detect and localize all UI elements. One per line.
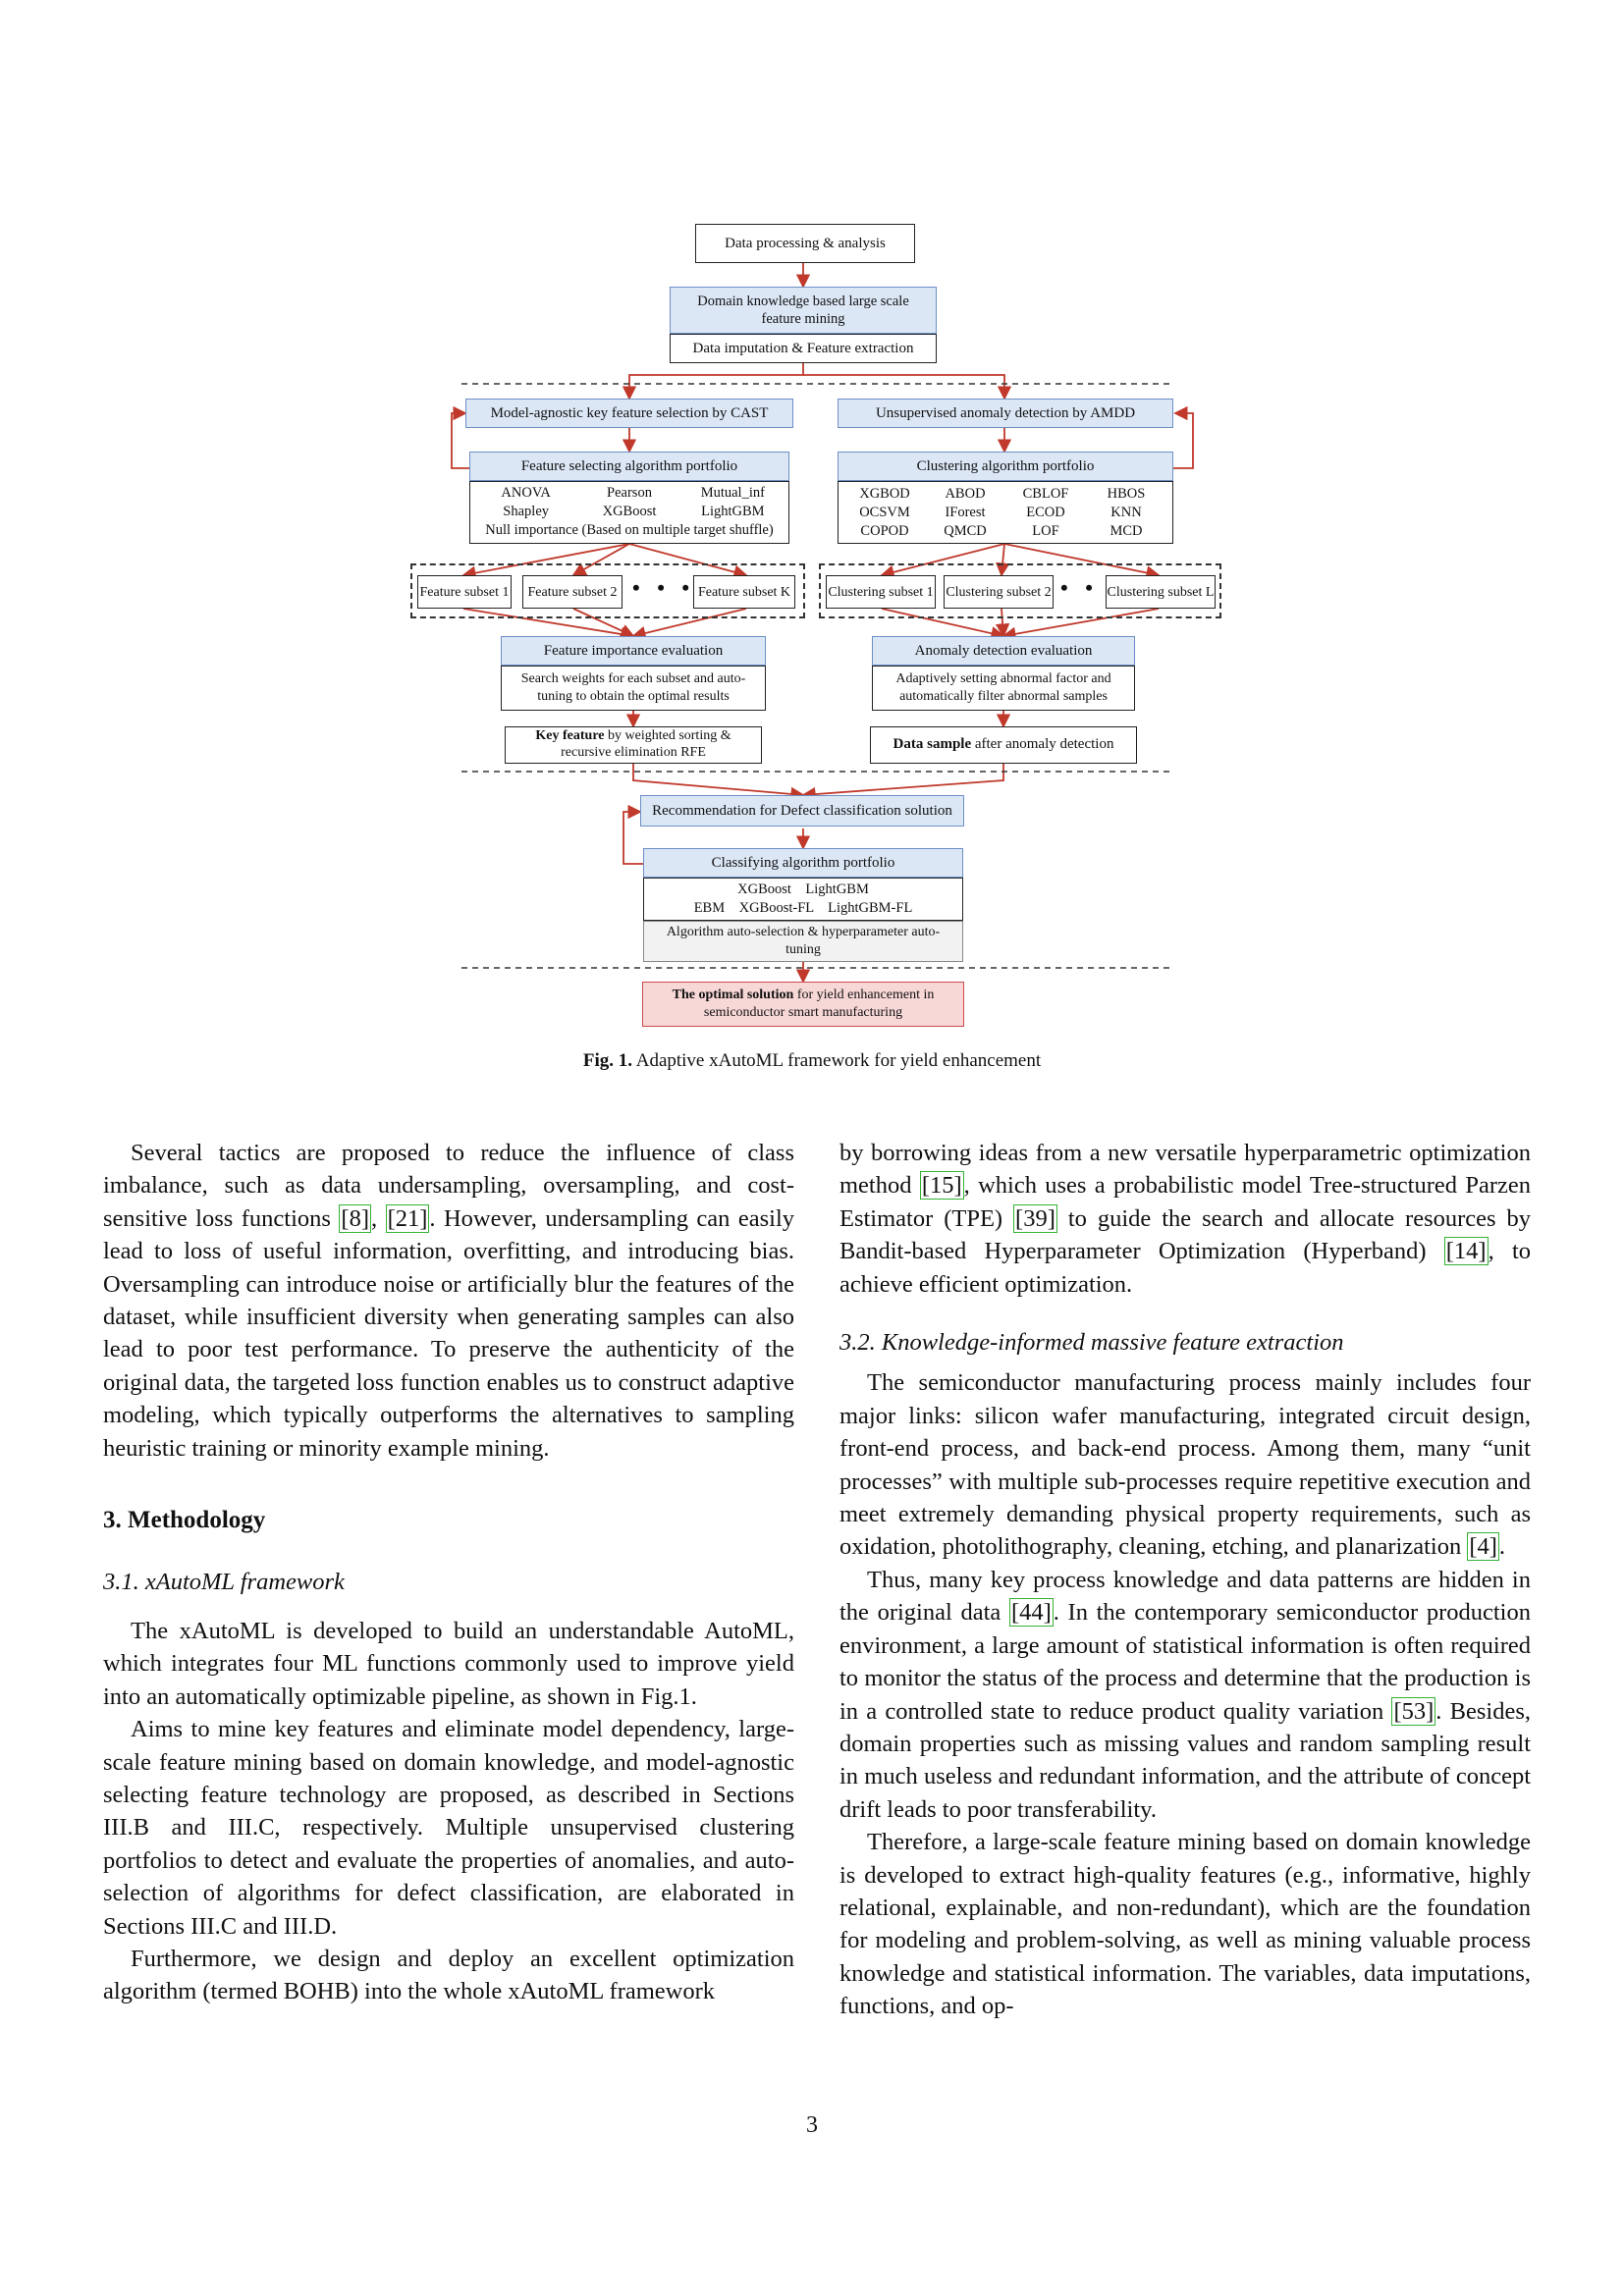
feature-subsets-group bbox=[410, 563, 805, 618]
clustering-algorithm-item: IForest bbox=[945, 504, 986, 520]
left-column: Several tactics are proposed to reduce t… bbox=[103, 1137, 794, 2008]
null-importance-label: Null importance (Based on multiple targe… bbox=[485, 522, 774, 538]
feature-importance-eval-title: Feature importance evaluation bbox=[501, 636, 766, 666]
citation-8[interactable]: [8] bbox=[339, 1203, 371, 1233]
clustering-algorithm-item: ABOD bbox=[945, 485, 986, 502]
data-sample-bold: Data sample bbox=[893, 736, 972, 752]
citation-14[interactable]: [14] bbox=[1443, 1237, 1489, 1266]
feature-algorithm-item: XGBoost bbox=[602, 504, 657, 519]
citation-21[interactable]: [21] bbox=[385, 1203, 430, 1233]
classifier-line-2: EBM XGBoost-FL LightGBM-FL bbox=[693, 900, 913, 916]
clustering-algorithm-item: COPOD bbox=[860, 522, 909, 539]
left-paragraph-3: Aims to mine key features and eliminate … bbox=[103, 1716, 794, 1940]
figure-connectors bbox=[451, 263, 1194, 984]
right-paragraph-1: by borrowing ideas from a new versatile … bbox=[839, 1140, 1531, 1298]
feature-portfolio-title: Feature selecting algorithm portfolio bbox=[469, 452, 789, 481]
citation-39[interactable]: [39] bbox=[1013, 1203, 1057, 1233]
imputation-box: Data imputation & Feature extraction bbox=[670, 334, 937, 363]
recommendation-box: Recommendation for Defect classification… bbox=[640, 795, 964, 827]
clustering-portfolio-title: Clustering algorithm portfolio bbox=[838, 452, 1173, 481]
clustering-algorithm-item: CBLOF bbox=[1022, 485, 1069, 502]
optimal-rest: for yield enhancement in semiconductor s… bbox=[703, 988, 935, 1020]
feature-algorithm-item: ANOVA bbox=[501, 485, 551, 501]
subsection-heading-feature-extraction: 3.2. Knowledge-informed massive feature … bbox=[839, 1329, 1344, 1357]
clustering-algorithm-item: ECOD bbox=[1026, 504, 1065, 520]
right-paragraph-2: The semiconductor manufacturing process … bbox=[839, 1369, 1531, 1562]
caption-label: Fig. 1. bbox=[582, 1050, 633, 1071]
anomaly-eval-desc: Adaptively setting abnormal factor and a… bbox=[872, 666, 1135, 711]
subsection-heading-xautoml: 3.1. xAutoML framework bbox=[103, 1569, 345, 1596]
left-paragraph-2: The xAutoML is developed to build an und… bbox=[103, 1617, 794, 1710]
feature-importance-eval-desc: Search weights for each subset and auto-… bbox=[501, 666, 766, 711]
left-paragraph-1: Several tactics are proposed to reduce t… bbox=[103, 1140, 795, 1462]
clustering-algorithm-item: KNN bbox=[1110, 504, 1142, 520]
clustering-subset-2: Clustering subset 2 bbox=[944, 575, 1054, 609]
classifying-portfolio-title: Classifying algorithm portfolio bbox=[643, 848, 963, 878]
amdd-box: Unsupervised anomaly detection by AMDD bbox=[838, 399, 1173, 428]
clustering-algorithm-item: LOF bbox=[1032, 522, 1059, 539]
clustering-portfolio-list: XGBOD ABOD CBLOF HBOS OCSVM IForest ECOD KNN COP… bbox=[838, 481, 1173, 544]
key-feature-box: Key feature by weighted sorting & recurs… bbox=[505, 726, 762, 764]
cast-box: Model-agnostic key feature selection by … bbox=[465, 399, 793, 428]
clustering-subsets-group bbox=[819, 563, 1221, 618]
right-paragraph-3: Thus, many key process knowledge and dat… bbox=[839, 1566, 1531, 1823]
clustering-algorithm-item: XGBOD bbox=[859, 485, 910, 502]
clustering-algorithm-item: QMCD bbox=[944, 522, 987, 539]
citation-15[interactable]: [15] bbox=[919, 1171, 964, 1201]
caption-text: Adaptive xAutoML framework for yield enh… bbox=[632, 1050, 1042, 1071]
clustering-algorithm-item: MCD bbox=[1110, 522, 1143, 539]
feature-algorithm-item: Pearson bbox=[607, 485, 652, 501]
classifier-line-1: XGBoost LightGBM bbox=[737, 881, 869, 897]
optimal-bold: The optimal solution bbox=[672, 988, 794, 1002]
domain-knowledge-box: Domain knowledge based large scale featu… bbox=[670, 287, 937, 334]
citation-53[interactable]: [53] bbox=[1391, 1696, 1436, 1726]
citation-44[interactable]: [44] bbox=[1008, 1598, 1054, 1628]
feature-subset-k: Feature subset K bbox=[693, 575, 795, 609]
feature-subset-2: Feature subset 2 bbox=[522, 575, 623, 609]
feature-subsets-ellipsis: • • • bbox=[632, 575, 696, 600]
anomaly-eval-title: Anomaly detection evaluation bbox=[872, 636, 1135, 666]
data-sample-rest: after anomaly detection bbox=[971, 736, 1114, 752]
auto-selection-box: Algorithm auto-selection & hyperparamete… bbox=[643, 921, 963, 962]
key-feature-rest: by weighted sorting & recursive eliminat… bbox=[561, 728, 731, 760]
data-sample-box: Data sample after anomaly detection bbox=[870, 726, 1137, 764]
key-feature-bold: Key feature bbox=[535, 728, 605, 743]
section-heading-methodology: 3. Methodology bbox=[103, 1507, 266, 1534]
right-column: by borrowing ideas from a new versatile … bbox=[839, 1137, 1531, 2023]
feature-algorithm-item: LightGBM bbox=[701, 504, 765, 519]
clustering-subset-1: Clustering subset 1 bbox=[826, 575, 936, 609]
figure-caption: Fig. 1. Adaptive xAutoML framework for y… bbox=[0, 1050, 1624, 1072]
left-paragraph-4: Furthermore, we design and deploy an exc… bbox=[103, 1945, 794, 2005]
classifying-portfolio-list: XGBoost LightGBM EBM XGBoost-FL LightGBM… bbox=[643, 878, 963, 921]
feature-subset-1: Feature subset 1 bbox=[417, 575, 512, 609]
framework-figure: Data processing & analysis Domain knowle… bbox=[0, 0, 1624, 1090]
data-processing-box: Data processing & analysis bbox=[695, 224, 915, 263]
clustering-algorithm-item: OCSVM bbox=[859, 504, 910, 520]
feature-algorithm-item: Mutual_inf bbox=[700, 485, 765, 501]
clustering-algorithm-item: HBOS bbox=[1107, 485, 1146, 502]
clustering-subset-l: Clustering subset L bbox=[1106, 575, 1216, 609]
feature-algorithm-item: Shapley bbox=[503, 504, 550, 519]
right-paragraph-4: Therefore, a large-scale feature mining … bbox=[839, 1829, 1531, 2020]
page-number: 3 bbox=[806, 2112, 818, 2138]
optimal-solution-box: The optimal solution for yield enhanceme… bbox=[642, 982, 964, 1027]
citation-4[interactable]: [4] bbox=[1467, 1532, 1499, 1562]
